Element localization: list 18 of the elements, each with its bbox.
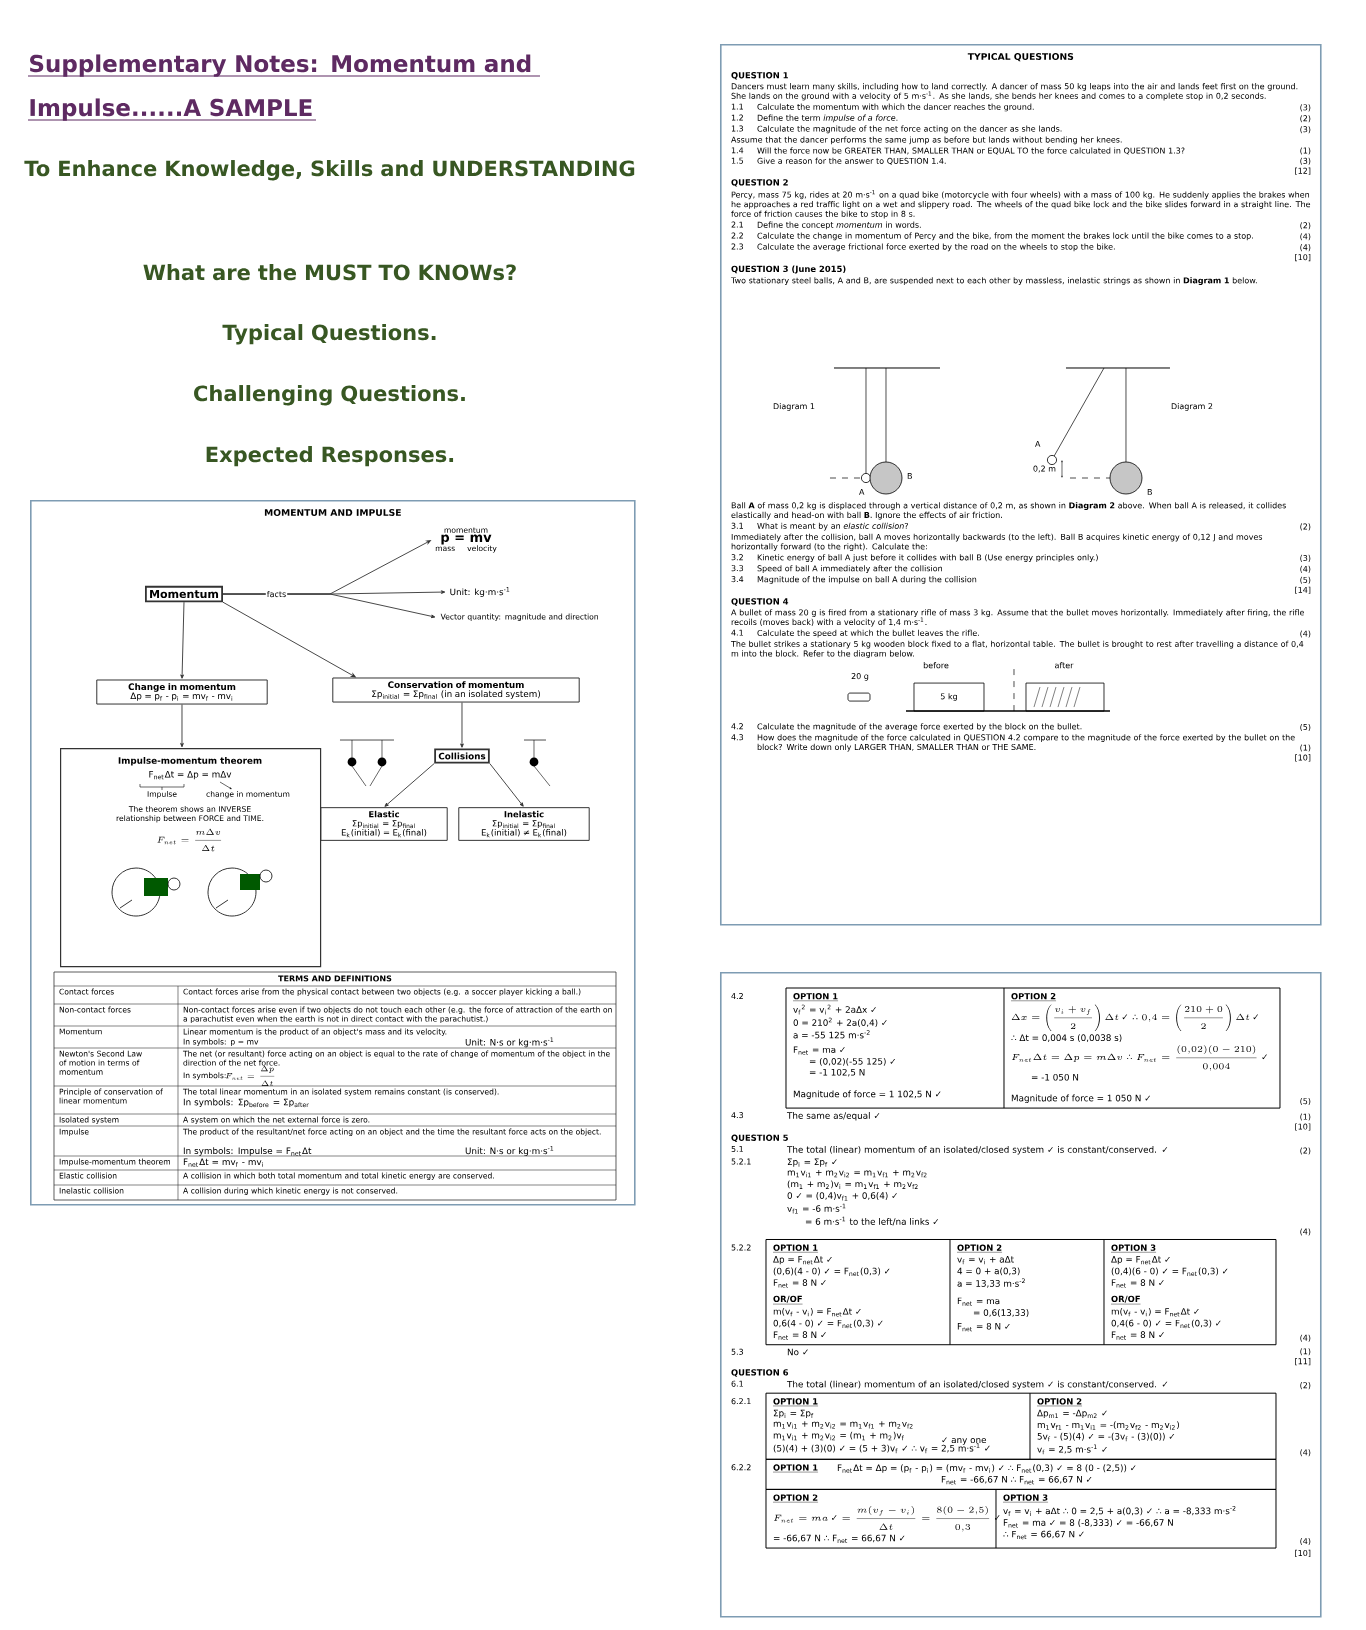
title: Supplementary Notes: Momentum and Impulse......A SAMPLE — [27, 54, 541, 121]
tagline: To Enhance Knowledge, Skills and UNDERSTANDING — [24, 160, 635, 181]
arrow — [384, 763, 435, 807]
arrow — [180, 704, 184, 748]
tagline: Typical Questions. — [222, 324, 436, 345]
table-formula: $F_{net} = \frac{\Delta p}{\Delta t}$ — [225, 1065, 275, 1087]
answer-formula: $\Delta x = \left(\frac{v_i + v_f}{2}\right)\Delta t\,\text{✓}\;\text{∴}\; 0{,}4 = \left(\frac{210 + 0}{2}\right)\Delta t\,\text{✓}$ — [1011, 1004, 1259, 1032]
answer-formula: $F_{net}\Delta t = \Delta p = m\Delta v\;\text{∴}\; F_{net} = \frac{(0{,}02)(0 - 210)}{0{,}004}\,\text{✓}$ — [1012, 1045, 1267, 1071]
arrow — [222, 601, 356, 678]
arrow — [489, 763, 524, 807]
tagline: Expected Responses. — [206, 446, 454, 467]
arrow — [180, 601, 185, 679]
arrow — [460, 702, 464, 748]
page-panel — [720, 972, 1322, 1618]
tagline: Challenging Questions. — [194, 385, 465, 406]
arrow — [222, 593, 436, 619]
tagline: What are the MUST TO KNOWs? — [143, 264, 516, 281]
answer-formula: $F_{net} = ma\,\text{✓} = \frac{m(v_f - v_i)}{\Delta t} = \frac{8(0 - 2{,}5)}{0{,}3}\,\text{✓}$ — [774, 1506, 1000, 1532]
